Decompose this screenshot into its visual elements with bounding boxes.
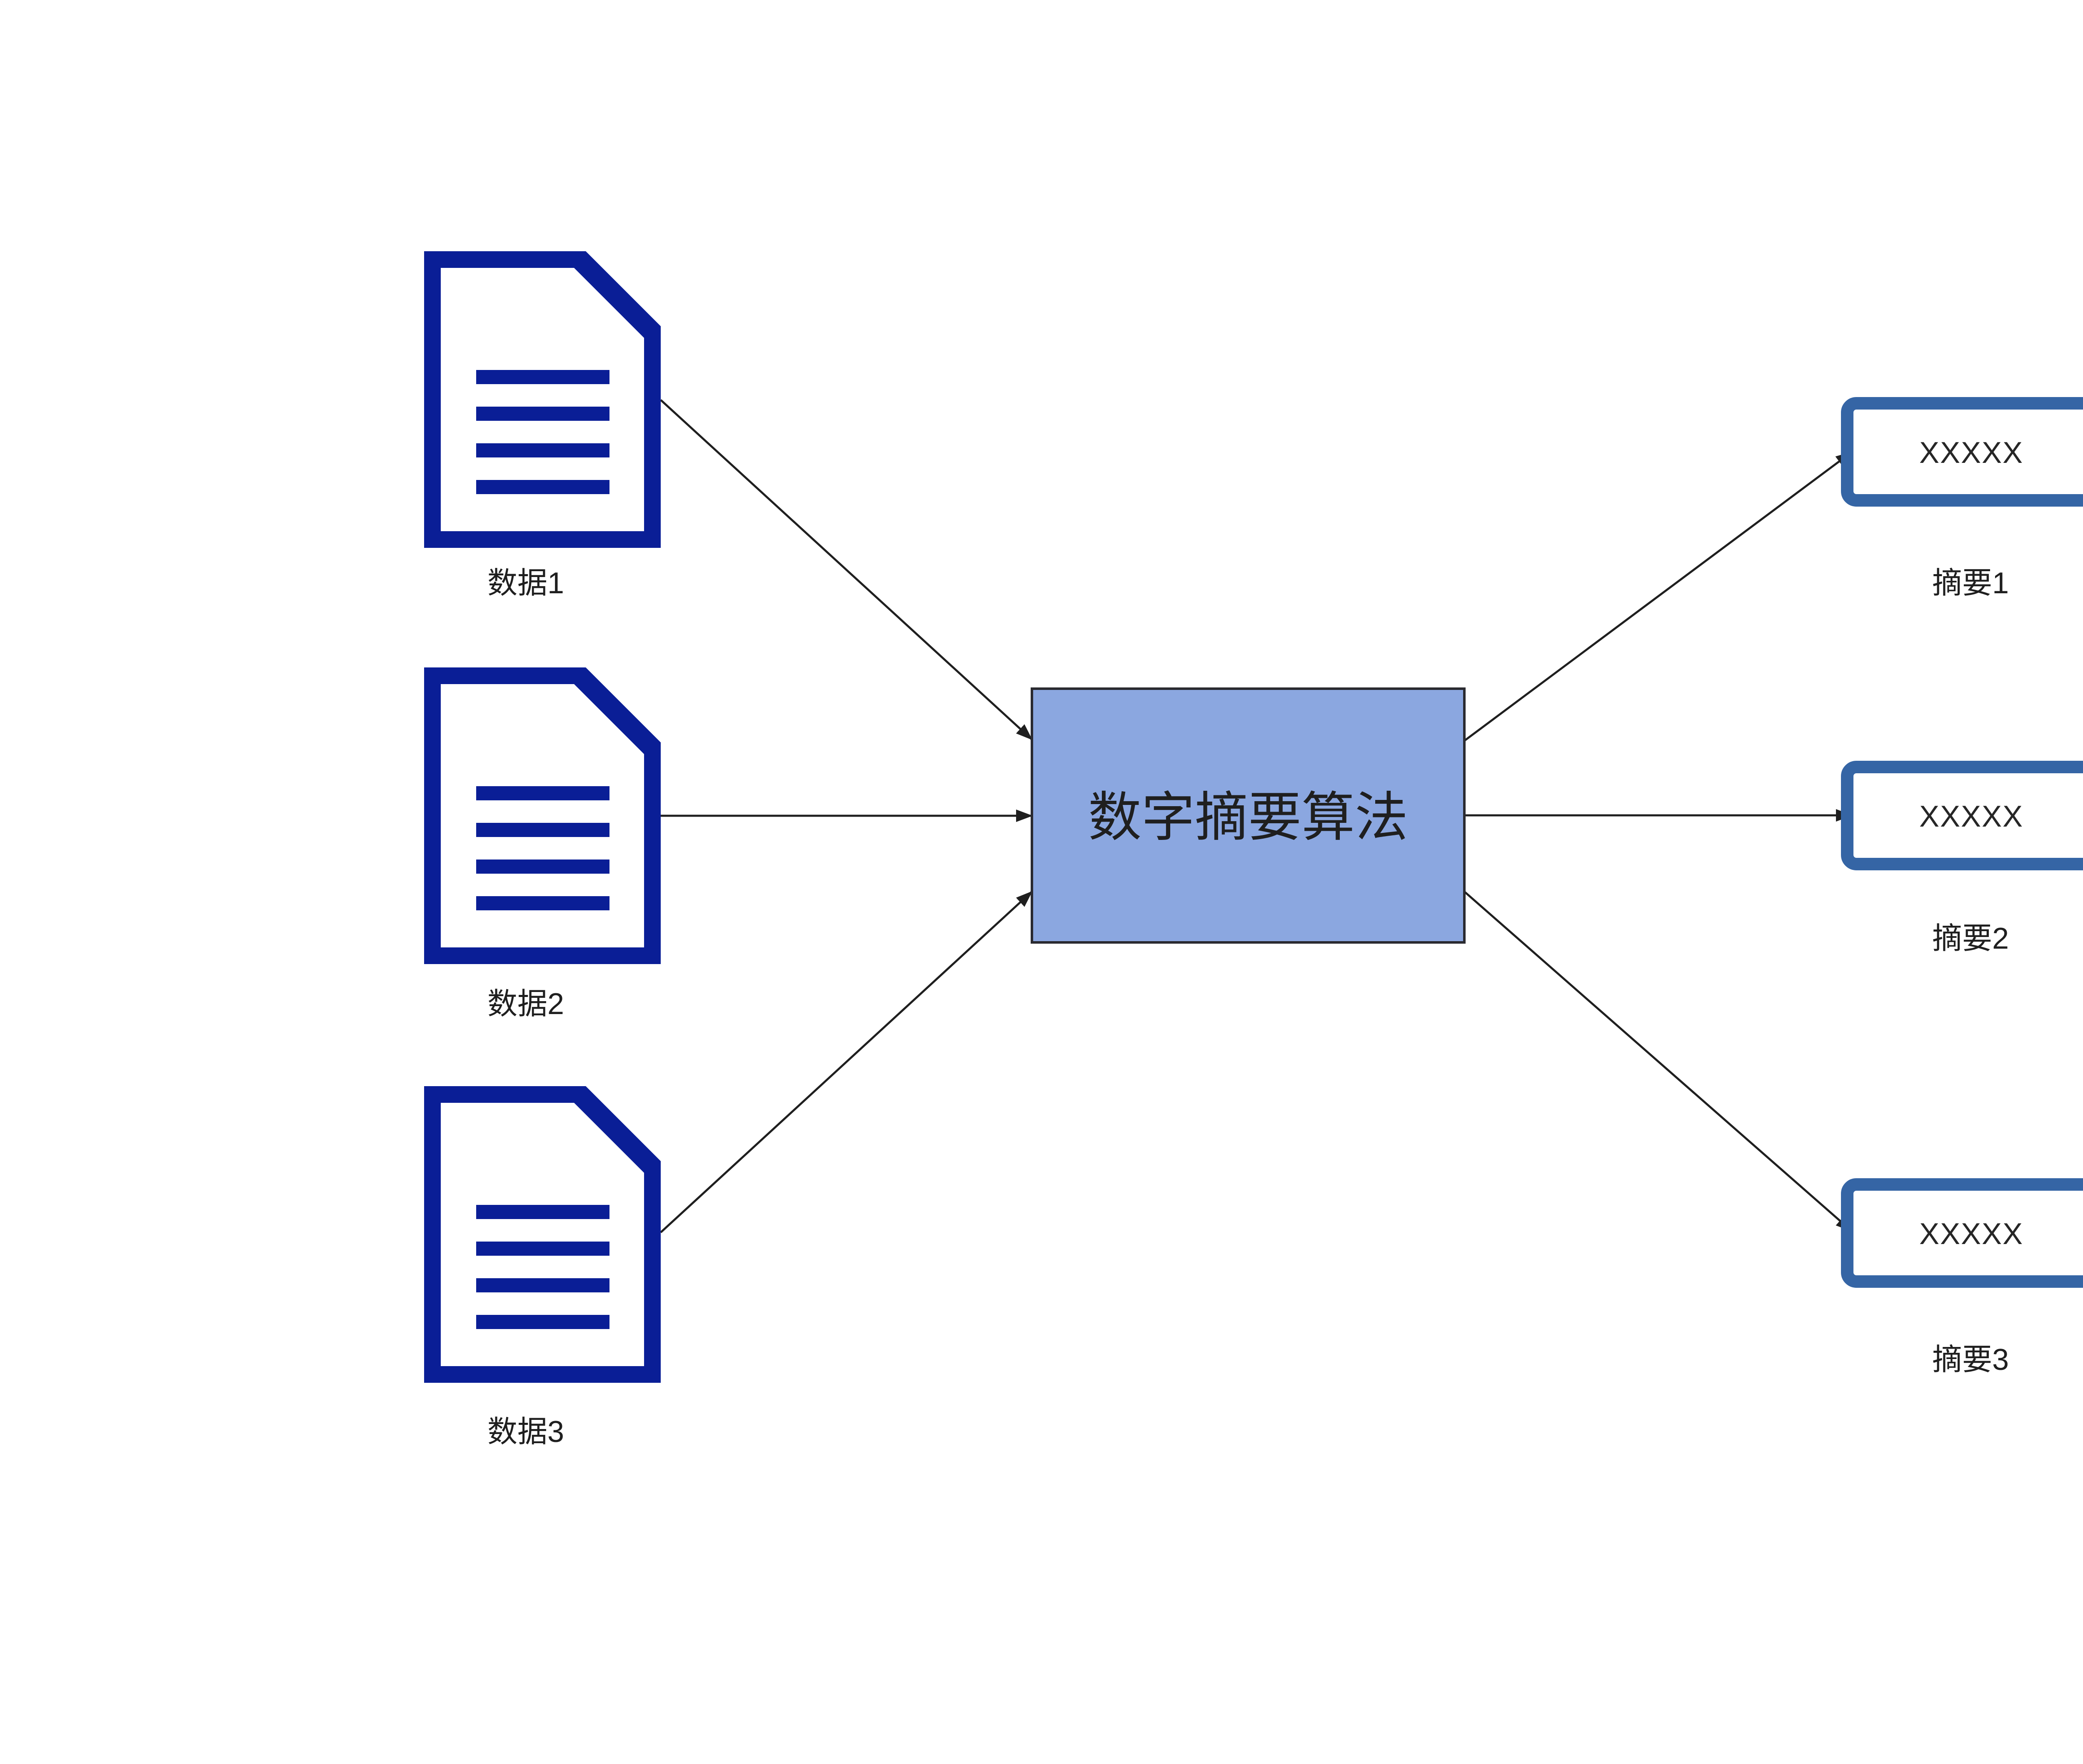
arrow-data3-to-algorithm (660, 891, 1033, 1233)
data-label-2: 数据2 (487, 987, 564, 1021)
algorithm-box-label: 数字摘要算法 (1088, 788, 1408, 847)
algorithm-box (1031, 687, 1466, 944)
data-document-icon-2 (424, 667, 661, 964)
digest-label-3: 摘要3 (1932, 1343, 2009, 1377)
arrow-algorithm-to-digest1 (1464, 451, 1853, 742)
digest-box-2 (1841, 761, 2083, 870)
digest-value-1: XXXXX (1919, 436, 2023, 470)
arrow-data1-to-algorithm (660, 399, 1033, 740)
digest-label-2: 摘要2 (1932, 922, 2009, 955)
digest-label-1: 摘要1 (1932, 567, 2009, 600)
data-document-icon-3 (424, 1086, 661, 1383)
data-label-1: 数据1 (487, 567, 564, 600)
data-document-icon-1 (424, 251, 661, 548)
digest-box-1 (1841, 397, 2083, 507)
arrow-algorithm-to-digest3 (1464, 891, 1853, 1232)
data-label-3: 数据3 (487, 1415, 564, 1449)
digest-box-3 (1841, 1178, 2083, 1288)
digest-value-2: XXXXX (1919, 800, 2023, 833)
digest-value-3: XXXXX (1919, 1217, 2023, 1251)
